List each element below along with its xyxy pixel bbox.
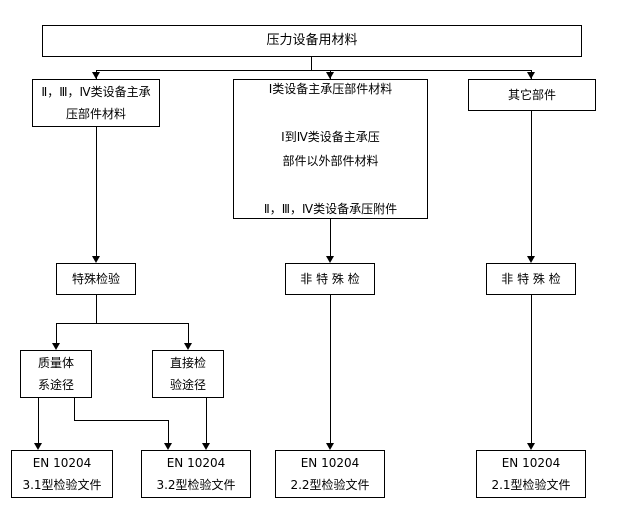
connector-special-stem [96,295,97,323]
node-en10204-21: EN 10204 2.1型检验文件 [476,450,586,498]
node-other: 其它部件 [468,79,596,111]
arrow-special-to-quality [52,343,60,350]
node-direct-inspection-path: 直接检 验途径 [152,350,224,398]
connector-special-to-direct [188,323,189,348]
node-nonspecial-inspection-2: 非 特 殊 检 [486,263,576,295]
node-en10204-22: EN 10204 2.2型检验文件 [275,450,385,498]
arrow-cat1-to-nonspecial1 [326,256,334,263]
connector-quality-cross-bus [74,420,168,421]
arrow-direct-to-32 [202,443,210,450]
arrow-root-to-cat1 [326,72,334,79]
node-quality-system-path: 质量体 系途径 [20,350,92,398]
connector-cat1-to-nonspecial1 [330,219,331,261]
node-en10204-32: EN 10204 3.2型检验文件 [141,450,251,498]
node-cat234: Ⅱ，Ⅲ，Ⅳ类设备主承 压部件材料 [32,79,160,127]
node-special-inspection: 特殊检验 [56,263,136,295]
connector-special-bus [56,323,188,324]
connector-other-to-nonspecial2 [531,111,532,261]
connector-quality-to-31 [38,398,39,448]
arrow-cat234-to-special [92,256,100,263]
arrow-quality-to-31 [34,443,42,450]
arrow-nonspecial2-to-21 [527,443,535,450]
node-cat1: Ⅰ类设备主承压部件材料 Ⅰ到Ⅳ类设备主承压 部件以外部件材料 Ⅱ，Ⅲ，Ⅳ类设备承… [233,79,428,219]
connector-root-bus [96,70,532,71]
connector-nonspecial1-to-22 [330,295,331,448]
connector-direct-to-32 [206,398,207,448]
node-root: 压力设备用材料 [42,25,582,57]
connector-cat234-to-special [96,127,97,261]
arrow-other-to-nonspecial2 [527,256,535,263]
arrow-special-to-direct [184,343,192,350]
node-nonspecial-inspection-1: 非 特 殊 检 [285,263,375,295]
connector-special-to-quality [56,323,57,348]
connector-root-stem [311,57,312,70]
arrow-nonspecial1-to-22 [326,443,334,450]
node-en10204-31: EN 10204 3.1型检验文件 [11,450,113,498]
arrow-cross-to-32 [164,443,172,450]
connector-cross-to-32 [168,420,169,448]
connector-quality-cross-stem [74,398,75,420]
arrow-root-to-other [527,72,535,79]
arrow-root-to-cat234 [92,72,100,79]
connector-nonspecial2-to-21 [531,295,532,448]
